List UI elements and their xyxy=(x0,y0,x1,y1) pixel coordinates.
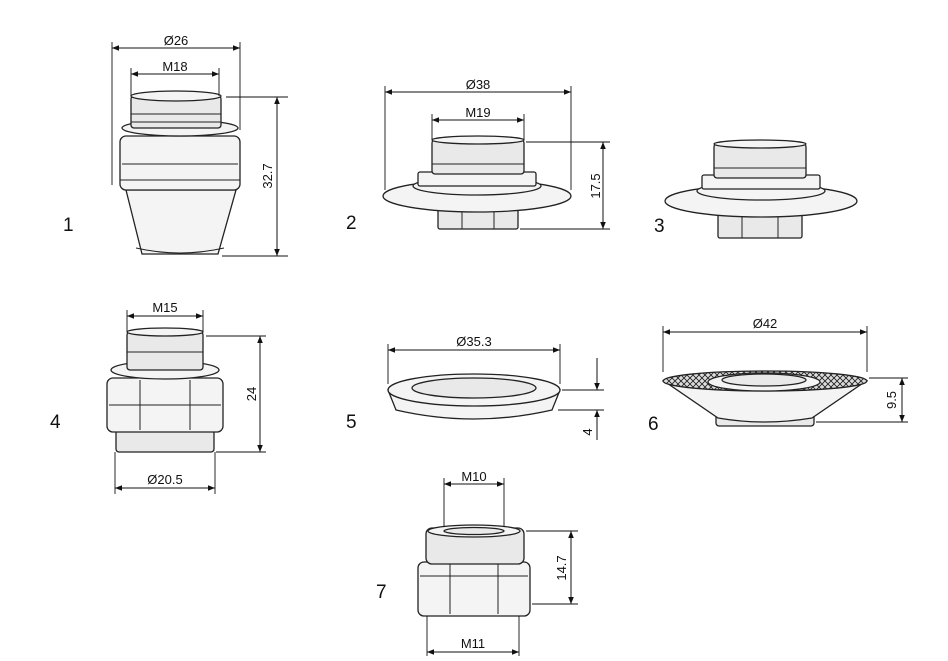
part-3-number: 3 xyxy=(654,216,665,237)
part-1-dimensions: Ø26 M18 32.7 1 xyxy=(63,33,288,257)
dim-part5-height: 4 xyxy=(580,428,595,435)
dim-part2-diameter: Ø38 xyxy=(466,77,491,92)
part-2-dimensions: Ø38 M19 17.5 2 xyxy=(346,77,610,234)
part-3-drawing: 3 xyxy=(654,139,858,239)
part-3-thread xyxy=(713,143,807,179)
part-1-drawing xyxy=(119,90,241,255)
dim-part6-height: 9.5 xyxy=(884,391,899,409)
part-6-number: 6 xyxy=(648,414,659,435)
part-1-taper xyxy=(125,189,237,255)
part-5-number: 5 xyxy=(346,412,357,433)
part-7-hex-body xyxy=(417,561,531,617)
dim-part7-height: 14.7 xyxy=(554,555,569,580)
part-6-cone xyxy=(661,380,869,423)
part-2-number: 2 xyxy=(346,213,357,234)
part-7-number: 7 xyxy=(376,582,387,603)
dim-part7-thread: M10 xyxy=(461,469,486,484)
part-4-thread xyxy=(126,331,204,371)
dim-part1-height: 32.7 xyxy=(260,163,275,188)
part-4-drawing xyxy=(106,327,224,453)
part-4-number: 4 xyxy=(50,412,61,433)
part-2-drawing xyxy=(382,135,572,230)
dim-part7-thread-outer: M11 xyxy=(461,636,485,651)
part-7-dimensions: M10 14.7 M11 7 xyxy=(376,469,578,656)
part-7-drawing xyxy=(417,524,531,617)
part-5-dimensions: Ø35.3 4 5 xyxy=(346,334,604,440)
part-6-drawing xyxy=(661,370,869,427)
dim-part6-diameter: Ø42 xyxy=(753,316,778,331)
part-1-number: 1 xyxy=(63,215,74,236)
dim-part2-thread: M19 xyxy=(465,105,490,120)
dim-part5-diameter: Ø35.3 xyxy=(456,334,491,349)
dim-part1-thread: M18 xyxy=(162,59,187,74)
part-2-thread xyxy=(431,139,525,175)
dim-part4-diameter: Ø20.5 xyxy=(147,472,182,487)
part-4-dimensions: M15 24 Ø20.5 4 xyxy=(50,300,266,494)
part-1-body xyxy=(119,135,241,191)
dim-part4-thread: M15 xyxy=(152,300,177,315)
part-5-drawing xyxy=(387,373,561,420)
dim-part1-diameter: Ø26 xyxy=(164,33,189,48)
dim-part4-height: 24 xyxy=(244,387,259,401)
dim-part2-height: 17.5 xyxy=(588,173,603,198)
part-6-dimensions: Ø42 9.5 6 xyxy=(648,316,908,435)
